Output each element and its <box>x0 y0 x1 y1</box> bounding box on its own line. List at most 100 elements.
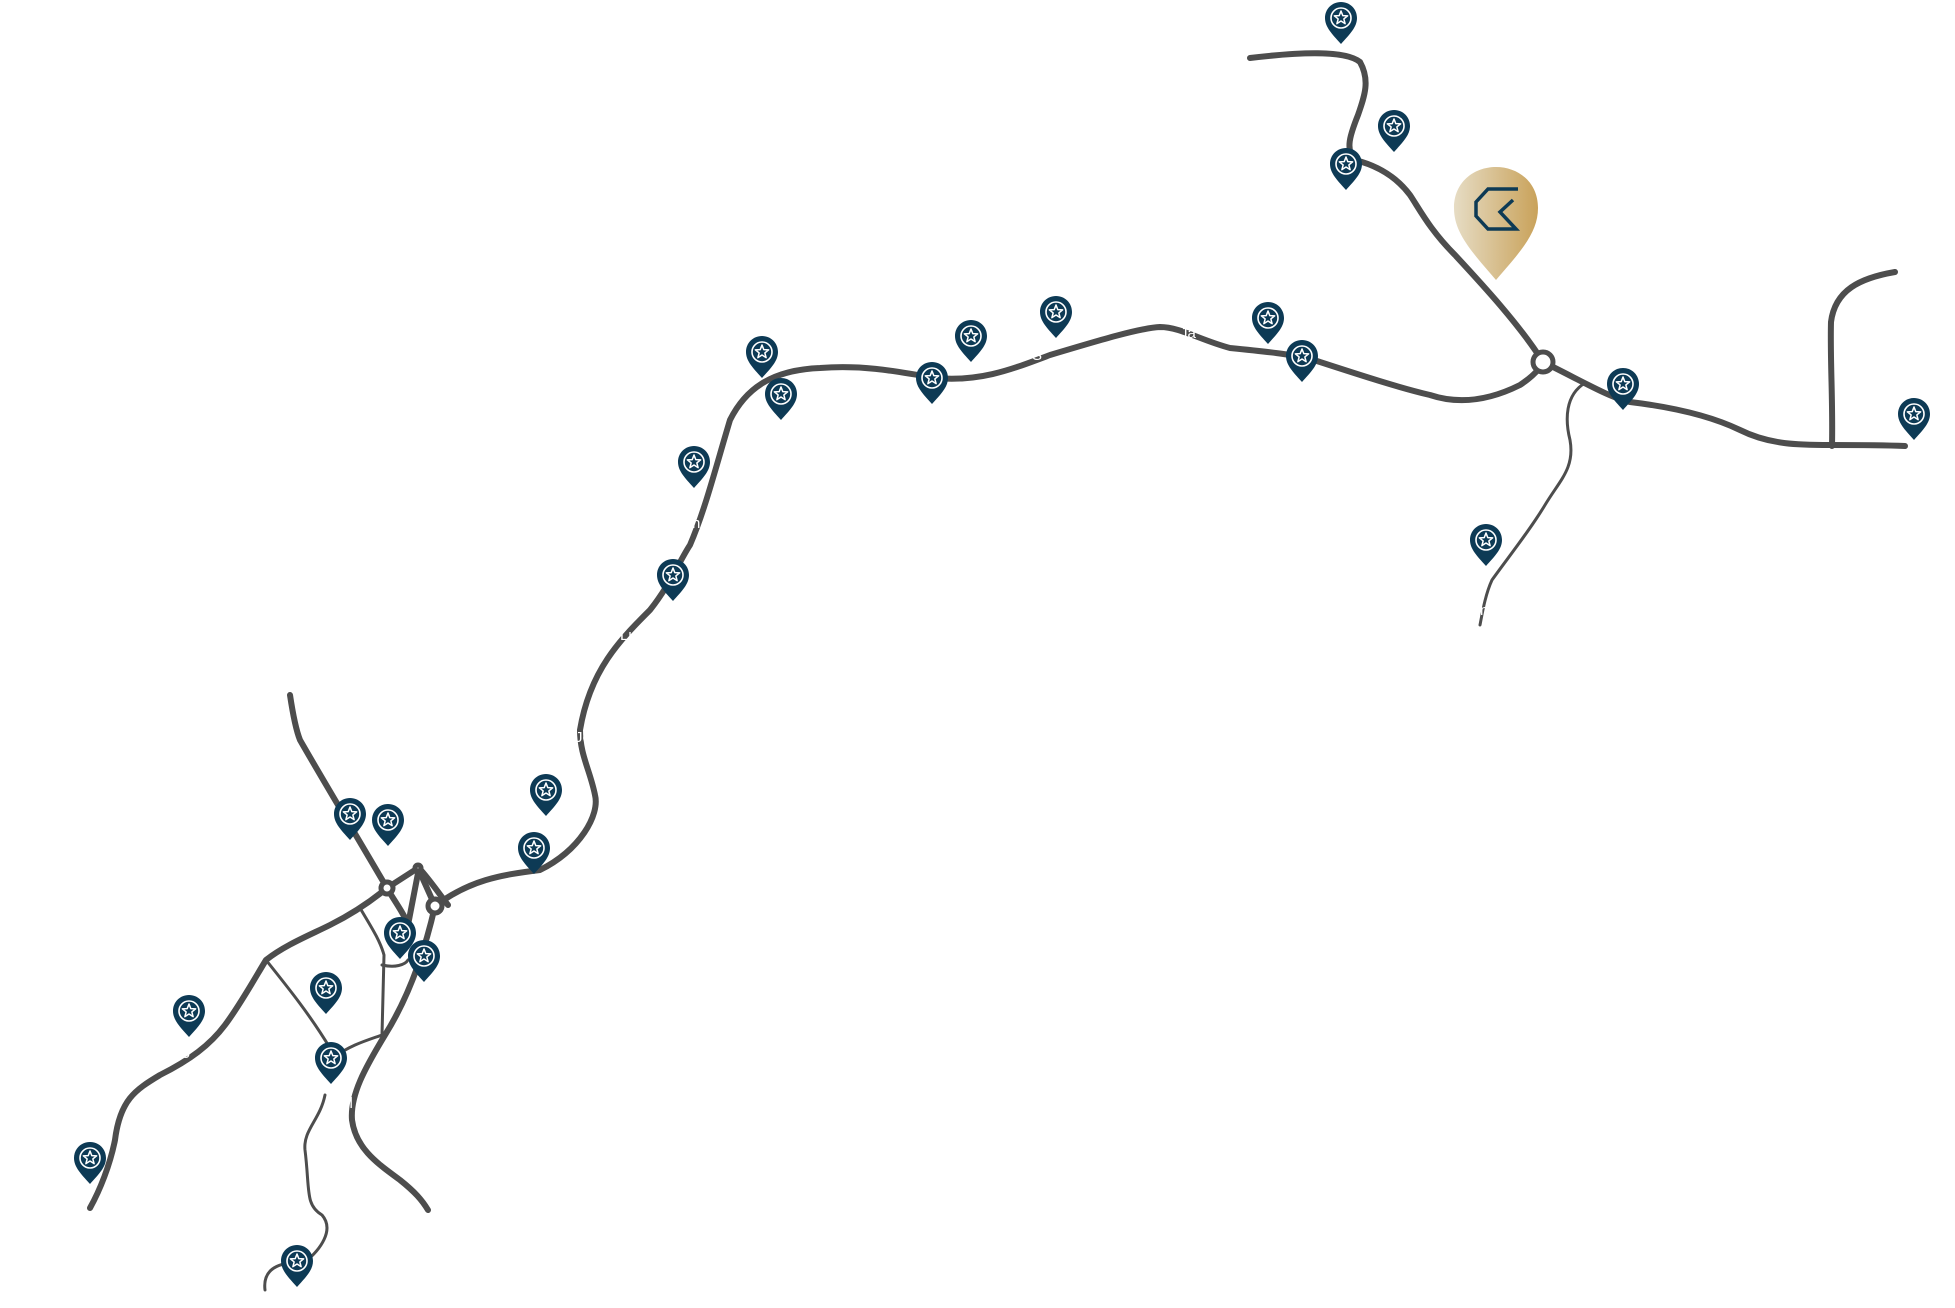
poi-pin-17[interactable] <box>518 832 550 874</box>
poi-pin-16[interactable] <box>530 774 562 816</box>
poi-pin-10[interactable] <box>1286 340 1318 382</box>
south-minor-road <box>1478 381 1587 627</box>
star-icon <box>924 370 940 385</box>
poi-pin-2[interactable] <box>1378 110 1410 152</box>
poi-pin-21[interactable] <box>408 940 440 982</box>
poi-ring <box>339 803 361 825</box>
star-icon <box>1615 376 1631 391</box>
poi-ring <box>1045 301 1067 323</box>
star-icon <box>1333 10 1349 25</box>
star-icon <box>1294 348 1310 363</box>
road-label-7: ardo <box>160 1045 190 1062</box>
poi-layer <box>74 2 1930 1287</box>
poi-ring <box>751 341 773 363</box>
roundabout-east <box>1530 349 1556 375</box>
location-pin-shape[interactable] <box>1454 167 1538 280</box>
poi-ring <box>770 383 792 405</box>
poi-pin-18[interactable] <box>334 798 366 840</box>
star-icon <box>181 1003 197 1018</box>
road-label-5: n <box>692 515 700 532</box>
road-label-4: Lu <box>620 627 637 644</box>
road-network <box>87 50 1908 1292</box>
poi-ring <box>683 451 705 473</box>
poi-ring <box>315 977 337 999</box>
poi-ring <box>1475 529 1497 551</box>
town-minor-road-2 <box>331 906 386 1060</box>
star-icon <box>754 344 770 359</box>
town-road-south <box>348 903 438 1213</box>
roundabout-west <box>378 879 396 897</box>
poi-pin-11[interactable] <box>1607 368 1639 410</box>
star-icon <box>1338 156 1354 171</box>
main-road <box>432 324 1546 909</box>
star-icon <box>289 1253 305 1268</box>
poi-pin-1[interactable] <box>1325 2 1357 44</box>
southwest-main-road <box>87 885 390 1211</box>
poi-ring <box>1330 7 1352 29</box>
star-icon <box>526 840 542 855</box>
poi-pin-23[interactable] <box>173 995 205 1037</box>
brand-logo-icon <box>1474 187 1521 231</box>
poi-ring <box>377 809 399 831</box>
poi-pin-3[interactable] <box>1330 148 1362 190</box>
poi-pin-4[interactable] <box>746 336 778 378</box>
poi-ring <box>178 1000 200 1022</box>
poi-pin-7[interactable] <box>916 362 948 404</box>
east-spur <box>1827 269 1898 449</box>
poi-pin-20[interactable] <box>384 917 416 959</box>
star-icon <box>686 454 702 469</box>
poi-pin-24[interactable] <box>315 1042 347 1084</box>
star-icon <box>416 948 432 963</box>
roundabout-small <box>412 862 424 874</box>
location-pin[interactable] <box>1454 167 1538 280</box>
star-icon <box>1386 118 1402 133</box>
poi-ring <box>662 564 684 586</box>
poi-pin-6[interactable] <box>955 320 987 362</box>
poi-ring <box>286 1250 308 1272</box>
roundabout-center <box>425 896 445 916</box>
town-minor-road-3 <box>380 958 410 968</box>
star-icon <box>318 980 334 995</box>
poi-ring <box>320 1047 342 1069</box>
road-label-1: Jo <box>575 729 591 746</box>
road-label-8: Jl <box>342 1095 353 1112</box>
star-icon <box>773 386 789 401</box>
poi-ring <box>1383 115 1405 137</box>
poi-ring <box>79 1147 101 1169</box>
poi-pin-8[interactable] <box>1040 296 1072 338</box>
star-icon <box>538 782 554 797</box>
poi-ring <box>523 837 545 859</box>
poi-pin-5[interactable] <box>765 378 797 420</box>
poi-ring <box>960 325 982 347</box>
road-label-6: n <box>1480 602 1488 619</box>
star-icon <box>1906 406 1922 421</box>
road-label-9: Ja <box>330 1115 347 1132</box>
poi-pin-15[interactable] <box>657 559 689 601</box>
poi-ring <box>535 779 557 801</box>
poi-pin-19[interactable] <box>372 804 404 846</box>
star-icon <box>665 567 681 582</box>
poi-ring <box>413 945 435 967</box>
star-icon <box>342 806 358 821</box>
road-label-3: Ja <box>1180 325 1197 342</box>
poi-pin-26[interactable] <box>281 1245 313 1287</box>
town-minor-road-1 <box>264 958 332 1050</box>
poi-pin-9[interactable] <box>1252 302 1284 344</box>
poi-pin-13[interactable] <box>1470 524 1502 566</box>
poi-pin-12[interactable] <box>1898 398 1930 440</box>
star-icon <box>380 812 396 827</box>
poi-pin-25[interactable] <box>74 1142 106 1184</box>
poi-pin-22[interactable] <box>310 972 342 1014</box>
poi-ring <box>1903 403 1925 425</box>
star-icon <box>963 328 979 343</box>
road-label-2: S <box>1032 347 1042 364</box>
east-road <box>1540 359 1908 449</box>
star-icon <box>1048 304 1064 319</box>
poi-ring <box>1291 345 1313 367</box>
star-icon <box>323 1050 339 1065</box>
star-icon <box>392 925 408 940</box>
poi-ring <box>1335 153 1357 175</box>
poi-pin-14[interactable] <box>678 446 710 488</box>
